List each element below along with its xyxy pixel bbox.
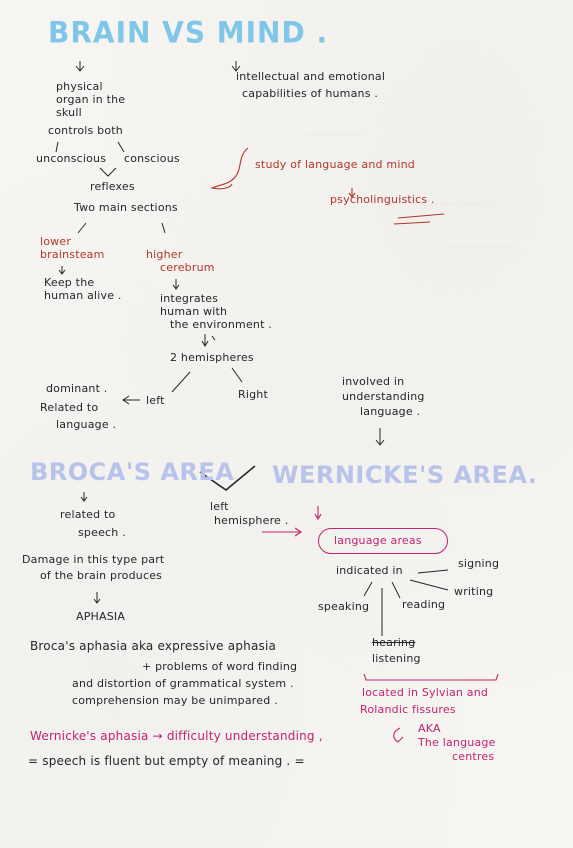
signing: signing [458, 557, 500, 570]
dominant-3: language . [56, 418, 117, 431]
broca-aphasia-note: Broca's aphasia aka expressive aphasia [30, 639, 277, 653]
involved-3: language . [360, 405, 421, 418]
integrates-3: the environment . [170, 318, 272, 331]
brain-reflexes: reflexes [90, 180, 135, 193]
dominant-1: dominant . [46, 382, 108, 395]
related-speech-2: speech . [78, 526, 126, 539]
wernicke-aphasia-note: Wernicke's aphasia → difficulty understa… [30, 729, 323, 743]
page-title: BRAIN VS MIND . [48, 15, 329, 50]
hearing: hearing [372, 636, 416, 649]
lower-label-1: lower [40, 235, 72, 248]
psycholinguistics: psycholinguistics . [330, 193, 435, 206]
bleed-through: ~~~~~~~ [450, 240, 515, 253]
lower-label-2: brainsteam [40, 248, 105, 261]
language-areas-bubble [318, 528, 448, 554]
aphasia: APHASIA [76, 610, 126, 623]
aka-2: The language [418, 736, 496, 749]
brain-physical-line-3: skull [56, 106, 82, 119]
brain-controls: controls both [48, 124, 123, 137]
left-hemisphere-1: left [210, 500, 229, 513]
brain-physical-line-1: physical [56, 80, 103, 93]
involved-2: understanding [342, 390, 425, 403]
bleed-through: ~~~~~~~ [300, 128, 365, 141]
integrates-2: human with [160, 305, 228, 318]
hemisphere-right: Right [238, 388, 268, 401]
comprehension-note: comprehension may be unimpared . [72, 694, 278, 707]
involved-1: involved in [342, 375, 405, 388]
dominant-2: Related to [40, 401, 99, 414]
brain-two-sections: Two main sections [74, 201, 178, 214]
higher-label-2: cerebrum [160, 261, 215, 274]
language-areas-label: language areas [334, 534, 422, 547]
brain-unconscious: unconscious [36, 152, 107, 165]
mind-capabilities-2: capabilities of humans . [242, 87, 379, 100]
hemispheres: 2 hemispheres [170, 351, 254, 364]
writing: writing [454, 585, 494, 598]
brain-conscious: conscious [124, 152, 180, 165]
mind-capabilities-1: intellectual and emotional [236, 70, 386, 83]
listening: listening [372, 652, 421, 665]
wernicke-area-heading: WERNICKE'S AREA. [272, 461, 538, 489]
higher-label-1: higher [146, 248, 183, 261]
related-speech-1: related to [60, 508, 116, 521]
damage-2: of the brain produces [40, 569, 163, 582]
damage-1: Damage in this type part [22, 553, 165, 566]
broca-area-heading: BROCA'S AREA [30, 458, 235, 486]
study-language-mind: study of language and mind [255, 158, 415, 171]
left-hemisphere-2: hemisphere . [214, 514, 289, 527]
speaking: speaking [318, 600, 370, 613]
keep-alive-2: human alive . [44, 289, 122, 302]
keep-alive-1: Keep the [44, 276, 95, 289]
reading: reading [402, 598, 446, 611]
located-1: located in Sylvian and [362, 686, 489, 699]
indicated-in: indicated in [336, 564, 403, 577]
distortion-note: and distortion of grammatical system . [72, 677, 294, 690]
aka-1: AKA [418, 722, 441, 735]
located-2: Rolandic fissures [360, 703, 456, 716]
brain-physical-line-2: organ in the [56, 93, 126, 106]
bleed-through: ~~~~~~~~~ [420, 198, 503, 211]
integrates-1: integrates [160, 292, 219, 305]
problems-note: + problems of word finding [142, 660, 298, 673]
hemisphere-left: left [146, 394, 165, 407]
fluent-note: = speech is fluent but empty of meaning … [28, 754, 305, 768]
aka-3: centres [452, 750, 495, 763]
